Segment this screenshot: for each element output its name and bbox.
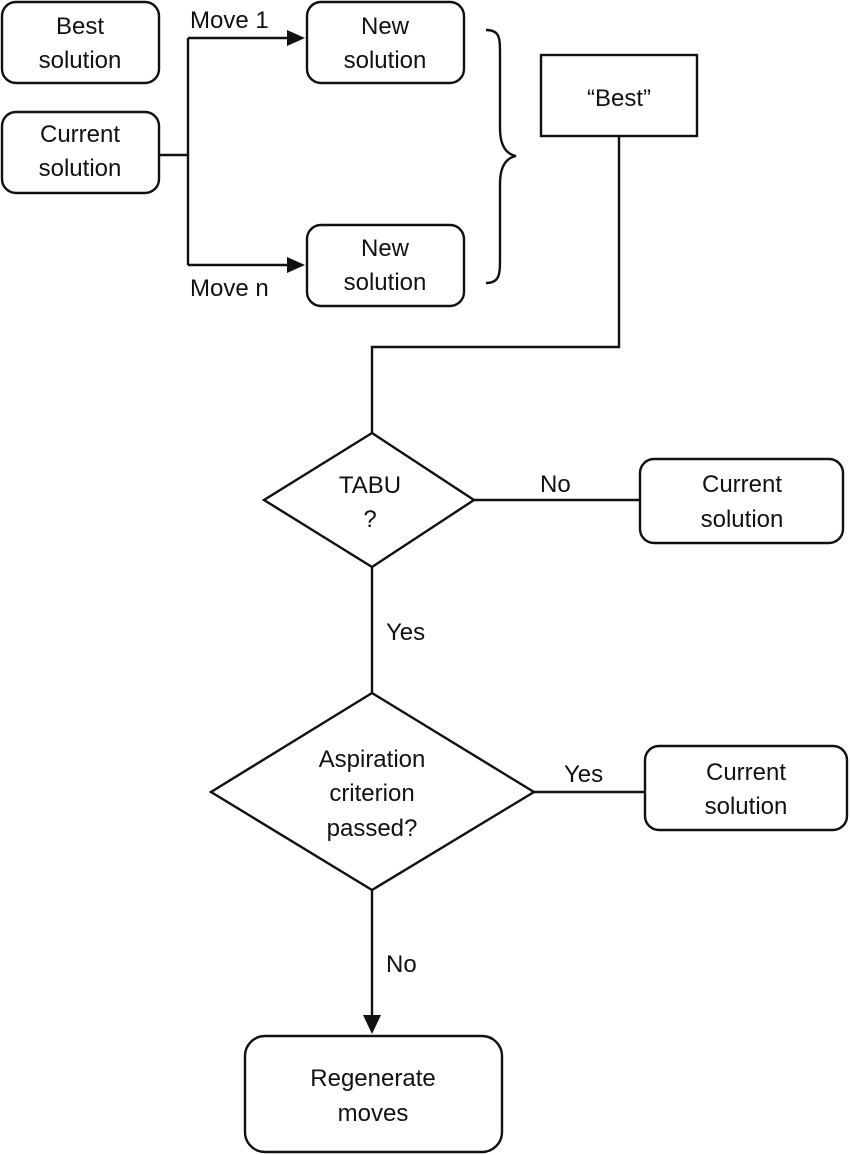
node-text: Regenerate — [310, 1065, 435, 1092]
node-new-solution-1: New solution — [305, 0, 466, 85]
node-text: solution — [39, 47, 122, 74]
node-text: Current — [706, 759, 786, 786]
node-text: “Best” — [587, 85, 651, 112]
node-text: Best — [56, 13, 104, 40]
connector-best-to-tabu — [370, 136, 621, 433]
node-text: Current — [40, 121, 120, 148]
node-text: passed? — [327, 815, 418, 842]
node-aspiration-decision: Aspiration criterion passed? — [208, 691, 537, 892]
node-best-candidate: “Best” — [539, 53, 699, 138]
edge-label-aspiration-no: No — [386, 951, 417, 978]
edge-label-move-n: Move n — [190, 275, 269, 302]
node-best-solution: Best solution — [0, 0, 161, 85]
node-text: solution — [705, 793, 788, 820]
node-text: New — [361, 13, 410, 40]
edge-labels: Move 1 Move n No Yes Yes No — [190, 7, 603, 978]
node-text: solution — [701, 506, 784, 533]
node-text: Current — [702, 471, 782, 498]
edge-label-tabu-no: No — [540, 471, 571, 498]
node-text: TABU — [339, 472, 401, 499]
arrowhead-move-1 — [287, 30, 305, 46]
node-text: ? — [363, 506, 376, 533]
arrowhead-move-n — [287, 257, 305, 273]
arrowhead-aspiration-no — [363, 1015, 381, 1034]
grouping-brace — [485, 28, 517, 285]
node-current-solution-no-tabu: Current solution — [638, 457, 845, 545]
node-text: solution — [39, 155, 122, 182]
node-text: moves — [338, 1100, 409, 1127]
node-text: Aspiration — [319, 746, 426, 773]
node-text: criterion — [329, 780, 414, 807]
node-current-solution-aspiration: Current solution — [643, 744, 849, 832]
connectors — [160, 28, 645, 1034]
node-tabu-decision: TABU ? — [261, 431, 477, 569]
node-text: solution — [344, 47, 427, 74]
edge-label-aspiration-yes: Yes — [564, 761, 603, 788]
node-new-solution-n: New solution — [305, 223, 466, 308]
edge-label-tabu-yes: Yes — [386, 619, 425, 646]
node-text: solution — [344, 269, 427, 296]
node-text: New — [361, 235, 410, 262]
node-current-solution-start: Current solution — [0, 110, 161, 195]
node-regenerate-moves: Regenerate moves — [243, 1034, 504, 1154]
edge-label-move-1: Move 1 — [190, 7, 269, 34]
